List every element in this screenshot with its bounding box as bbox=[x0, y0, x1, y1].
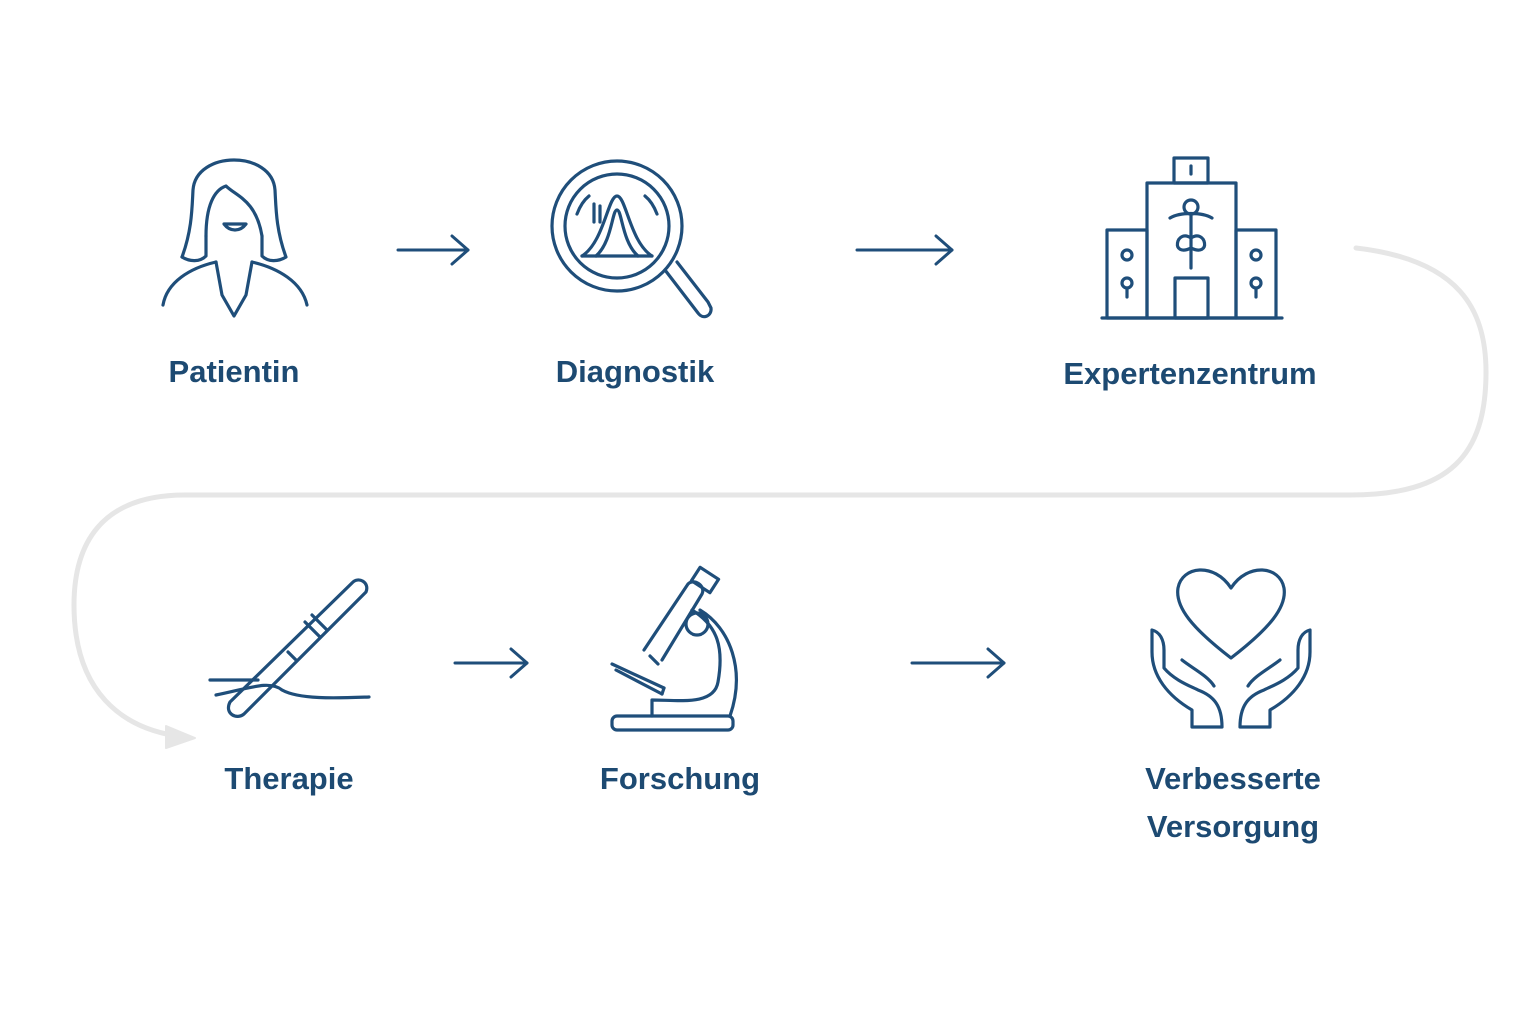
step-label-line-1: Verbesserte bbox=[1145, 761, 1321, 796]
arrow-2 bbox=[855, 234, 954, 266]
step-label-therapie: Therapie bbox=[224, 761, 354, 796]
microscope-icon bbox=[610, 565, 738, 732]
heart-hands-icon bbox=[1150, 568, 1312, 729]
arrow-4 bbox=[910, 647, 1006, 679]
flow-connector bbox=[71, 245, 1489, 740]
arrow-3 bbox=[453, 647, 529, 679]
step-label-verbesserte-versorgung: Verbesserte Versorgung bbox=[1145, 755, 1321, 851]
woman-icon bbox=[161, 158, 309, 318]
step-label-forschung: Forschung bbox=[599, 761, 761, 796]
syringe-icon bbox=[208, 578, 371, 718]
step-label-line-2: Versorgung bbox=[1146, 809, 1320, 844]
step-label-expertenzentrum: Expertenzentrum bbox=[1063, 356, 1317, 391]
magnifier-icon bbox=[550, 159, 713, 319]
step-label-diagnostik: Diagnostik bbox=[555, 354, 715, 389]
hospital-icon bbox=[1100, 156, 1284, 320]
arrow-1 bbox=[396, 234, 470, 266]
connector-arrowhead bbox=[165, 725, 196, 749]
step-label-patientin: Patientin bbox=[168, 354, 300, 389]
